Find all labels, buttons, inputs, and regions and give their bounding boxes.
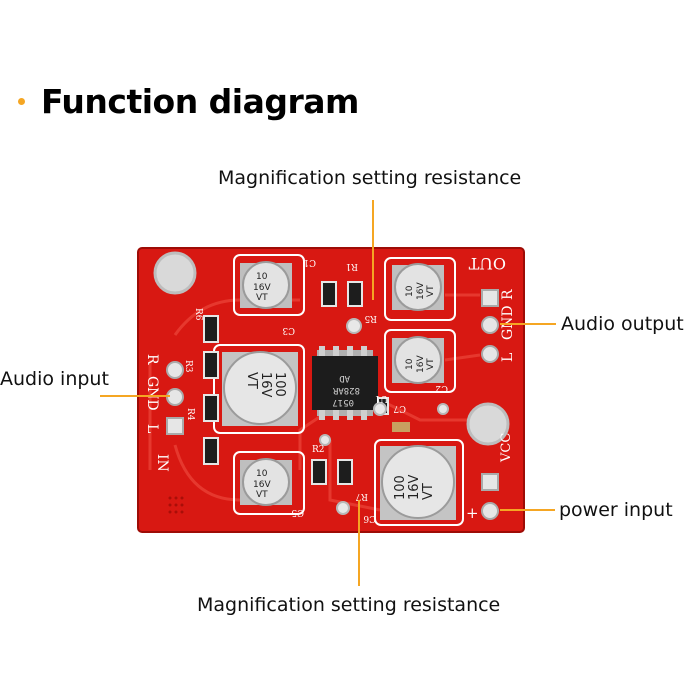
out-label: OUT	[468, 254, 506, 273]
vcc-label: VCC	[499, 433, 514, 463]
cap3-line1: 10	[405, 358, 415, 370]
callout-right-top-label: Audio output	[561, 313, 684, 335]
cap6-line3: VT	[421, 483, 436, 500]
ref-r4: R4	[185, 408, 195, 421]
cap2-line1: 10	[405, 285, 415, 297]
cap6-line1: 100	[393, 475, 408, 500]
plus-label: +	[466, 504, 479, 522]
ref-c3: C3	[282, 325, 295, 335]
cap5-line3: VT	[244, 372, 259, 389]
cap1-line3: VT	[256, 293, 268, 303]
cap-large-2: 100 16V VT	[380, 445, 456, 520]
in-pin-l: L	[144, 424, 160, 433]
out-pin-gnd: GND	[500, 305, 516, 340]
cap3-line3: VT	[426, 358, 436, 370]
amplifier-chip: 0517 828AR AD	[312, 346, 378, 420]
mount-hole-right	[466, 402, 510, 446]
ref-u1: U1	[375, 393, 388, 403]
cap-large-1: 100 16V VT	[222, 351, 298, 426]
cap5-line1: 100	[272, 372, 287, 397]
ref-r6: R6	[193, 308, 203, 321]
chip-line1: 0517	[332, 397, 354, 407]
cap1-line1: 10	[256, 272, 268, 282]
vias	[319, 318, 449, 515]
ref-r3: R3	[183, 360, 193, 373]
cap-small-3: 10 16V VT	[392, 336, 444, 384]
output-pins	[481, 289, 499, 363]
chip-line3: AD	[339, 373, 350, 383]
mount-hole-top-left	[153, 251, 197, 295]
ref-r1: R1	[345, 261, 358, 271]
ref-r7: R7	[355, 491, 368, 501]
cap2-line3: VT	[426, 285, 436, 297]
cap2-line2: 16V	[416, 282, 426, 300]
ref-r5: R5	[364, 313, 377, 323]
callout-bottom-label: Magnification setting resistance	[197, 594, 501, 616]
ref-c5: C5	[291, 507, 304, 517]
ref-c2: C2	[435, 383, 448, 393]
out-pin-r: R	[500, 289, 516, 300]
dot-pattern	[168, 496, 184, 514]
callout-left-label: Audio input	[0, 368, 109, 390]
in-pin-gnd: GND	[144, 376, 160, 411]
ref-c1: C1	[303, 257, 316, 267]
cap3-line2: 16V	[416, 355, 426, 373]
cap5-line2: 16V	[258, 372, 273, 398]
cap-small-1: 10 16V VT	[240, 261, 292, 309]
cap4-line2: 16V	[253, 480, 271, 490]
ref-r2: R2	[312, 445, 325, 455]
cap-small-4: 10 16V VT	[240, 458, 292, 506]
out-pin-l: L	[500, 353, 516, 362]
callout-lines	[100, 200, 556, 586]
cap-small-2: 10 16V VT	[392, 263, 444, 311]
power-pins	[481, 473, 499, 520]
page-title: Function diagram	[41, 82, 359, 121]
bullet-icon	[18, 98, 25, 105]
ref-c6: C6	[363, 513, 376, 523]
callout-right-bottom-label: power input	[559, 499, 673, 521]
chip-line2: 828AR	[332, 385, 360, 395]
smd-capacitor	[392, 422, 410, 432]
input-pins	[166, 361, 184, 435]
cap4-line3: VT	[256, 490, 268, 500]
cap4-line1: 10	[256, 469, 268, 479]
cap6-line2: 16V	[407, 474, 422, 500]
title-row: Function diagram	[18, 82, 359, 121]
in-pin-r: R	[144, 354, 160, 365]
callout-top-label: Magnification setting resistance	[218, 167, 522, 189]
in-label: IN	[154, 454, 170, 472]
cap1-line2: 16V	[253, 283, 271, 293]
ref-c7: C7	[393, 403, 406, 413]
